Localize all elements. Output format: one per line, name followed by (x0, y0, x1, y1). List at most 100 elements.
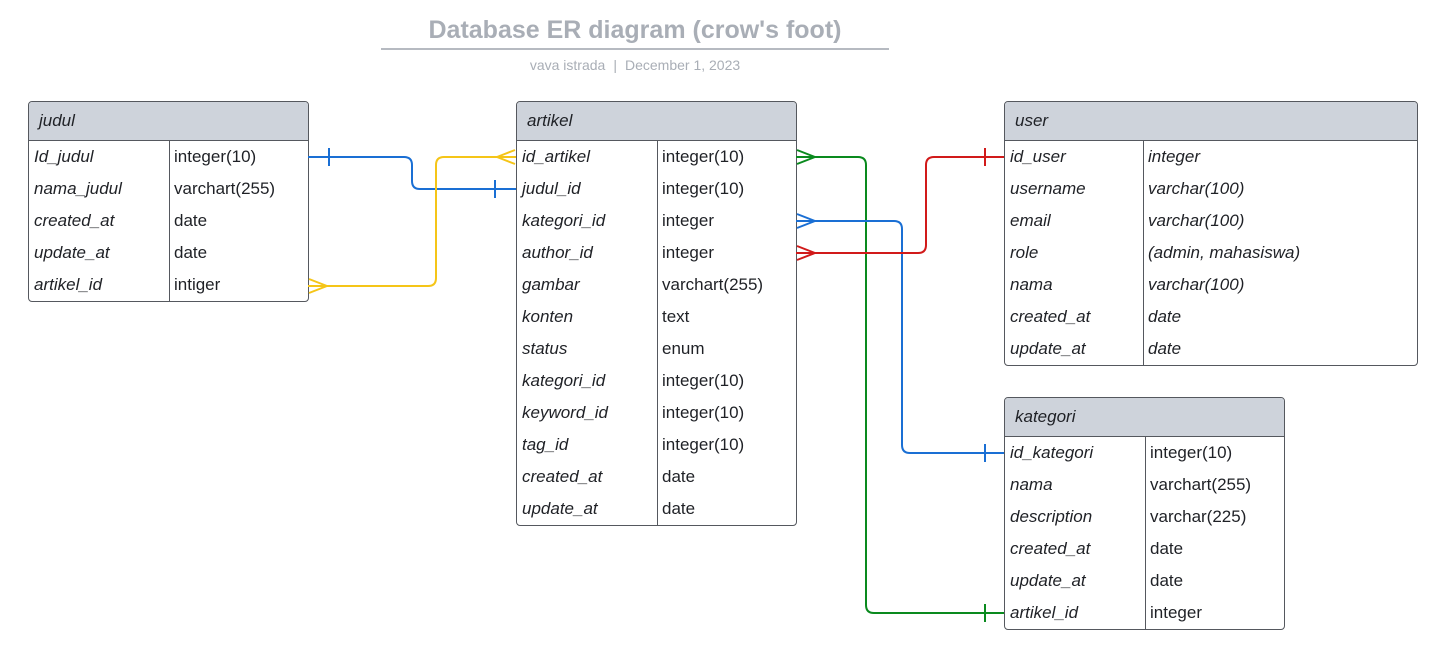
field-name: kategori_id (522, 211, 606, 230)
crows-foot-marker (796, 245, 816, 261)
field-row[interactable]: kategori_id integer (517, 205, 796, 237)
entity-header: artikel (517, 102, 796, 141)
diagram-subtitle: vava istrada|December 1, 2023 (381, 57, 889, 73)
field-row[interactable]: role(admin, mahasiswa) (1005, 237, 1417, 269)
column-divider (169, 141, 170, 301)
field-name: judul_id (522, 179, 581, 198)
field-type: date (174, 211, 208, 230)
field-name: kategori_id (522, 371, 606, 390)
field-row[interactable]: update_at date (1005, 333, 1417, 365)
column-divider (1145, 437, 1146, 629)
artikel-user-link (796, 156, 1004, 254)
field-type: varchar(100) (1148, 275, 1245, 294)
column-divider (657, 141, 658, 525)
field-name: created_at (34, 211, 115, 230)
field-type: text (662, 307, 690, 326)
field-row[interactable]: update_at date (29, 237, 308, 269)
artikel-kategori-link (796, 156, 1004, 614)
field-name: update_at (522, 499, 598, 518)
field-row[interactable]: nama varchart(255) (1005, 469, 1284, 501)
field-name: tag_id (522, 435, 569, 454)
field-type: integer (662, 243, 714, 262)
entity-header: kategori (1005, 398, 1284, 437)
field-row[interactable]: update_at date (1005, 565, 1284, 597)
field-type: integer(10) (662, 435, 745, 454)
entity-header: judul (29, 102, 308, 141)
crows-foot-marker (496, 149, 516, 165)
field-row[interactable]: judul_id integer(10) (517, 173, 796, 205)
subtitle-separator: | (613, 57, 617, 73)
field-row[interactable]: created_at date (29, 205, 308, 237)
field-name: Id_judul (34, 147, 94, 166)
field-name: gambar (522, 275, 580, 294)
entity-header: user (1005, 102, 1417, 141)
field-type: integer (1150, 603, 1202, 622)
field-name: status (522, 339, 568, 358)
field-type: varchar(100) (1148, 179, 1245, 198)
field-type: date (1150, 539, 1184, 558)
field-type: varchar(225) (1150, 507, 1247, 526)
field-type: integer(10) (662, 403, 745, 422)
judul-artikel-link (308, 156, 516, 190)
field-row[interactable]: email varchar(100) (1005, 205, 1417, 237)
field-name: artikel_id (1010, 603, 1079, 622)
diagram-date: December 1, 2023 (624, 57, 741, 73)
field-type: integer (662, 211, 714, 230)
field-type: integer(10) (662, 179, 745, 198)
field-name: id_kategori (1010, 443, 1094, 462)
field-name: konten (522, 307, 574, 326)
field-name: nama (1010, 475, 1053, 494)
field-name: update_at (1010, 339, 1086, 358)
field-type: varchar(100) (1148, 211, 1245, 230)
diagram-title: Database ER diagram (crow's foot) (428, 16, 842, 44)
field-type: date (662, 499, 696, 518)
field-row[interactable]: tag_id integer(10) (517, 429, 796, 461)
field-type: date (174, 243, 208, 262)
title-underline (381, 48, 889, 50)
field-name: update_at (1010, 571, 1086, 590)
field-type: varchart(255) (1150, 475, 1252, 494)
field-type: date (1150, 571, 1184, 590)
field-type: integer(10) (174, 147, 257, 166)
field-name: email (1010, 211, 1051, 230)
field-row[interactable]: kategori_id integer(10) (517, 365, 796, 397)
field-type: date (662, 467, 696, 486)
field-row[interactable]: Id_judul integer(10) (29, 141, 308, 173)
field-row[interactable]: artikel_id integer (1005, 597, 1284, 629)
judul-artikel-many-link (308, 156, 516, 287)
field-name: nama (1010, 275, 1053, 294)
field-name: created_at (1010, 307, 1091, 326)
field-type: date (1148, 339, 1182, 358)
field-name: role (1010, 243, 1039, 262)
field-name: created_at (1010, 539, 1091, 558)
field-row[interactable]: nama varchar(100) (1005, 269, 1417, 301)
field-type: integer(10) (662, 371, 745, 390)
field-type: varchart(255) (174, 179, 276, 198)
field-row[interactable]: konten text (517, 301, 796, 333)
field-name: id_user (1010, 147, 1066, 166)
field-name: id_artikel (522, 147, 591, 166)
field-row[interactable]: created_at date (1005, 533, 1284, 565)
field-name: update_at (34, 243, 110, 262)
field-row[interactable]: update_at date (517, 493, 796, 525)
